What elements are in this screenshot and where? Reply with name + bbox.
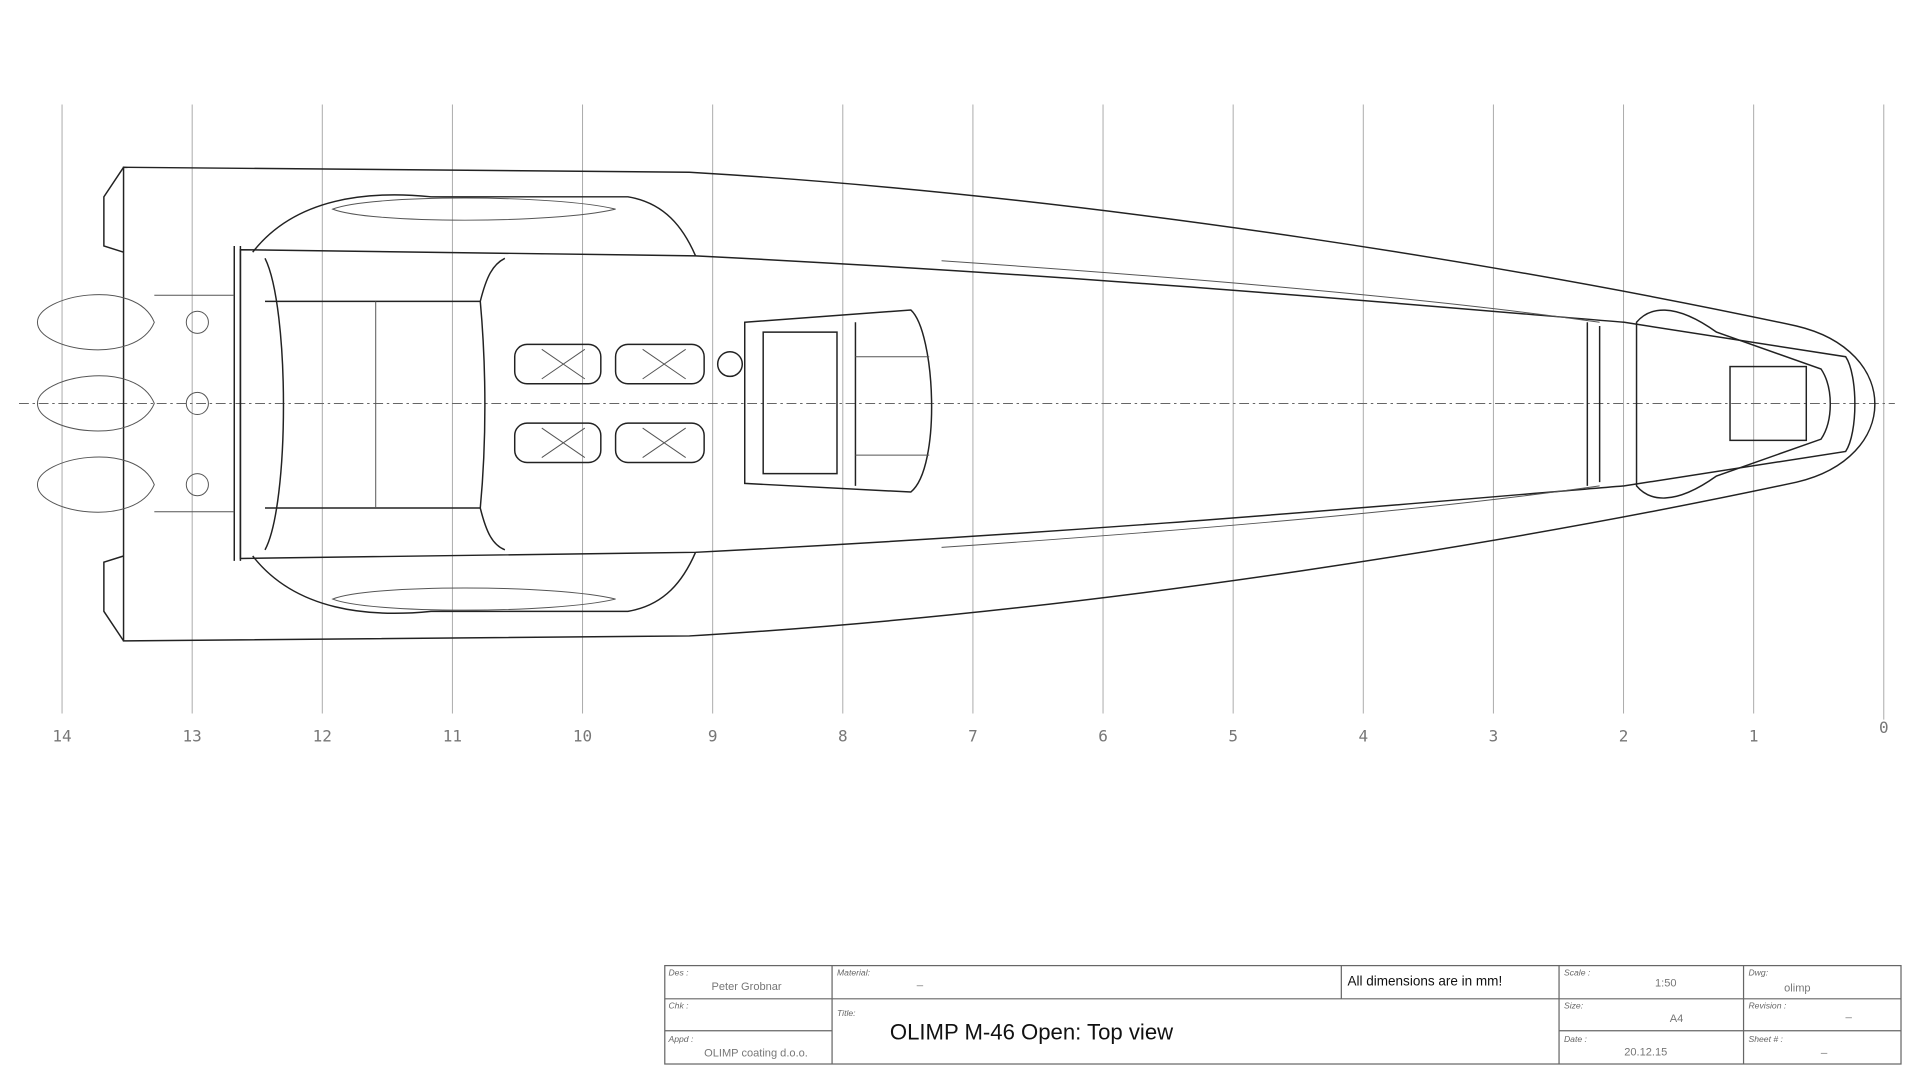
station-label: 0 xyxy=(1879,718,1889,737)
checked-label: Chk : xyxy=(668,1001,689,1011)
scale-value: 1:50 xyxy=(1655,978,1677,990)
sheet-value: _ xyxy=(1820,1043,1828,1055)
station-label: 1 xyxy=(1749,727,1759,746)
station-label: 7 xyxy=(968,727,978,746)
station-label: 12 xyxy=(313,727,332,746)
material-value: _ xyxy=(916,975,924,987)
revision-label: Revision : xyxy=(1748,1001,1786,1011)
revision-value: _ xyxy=(1845,1007,1853,1019)
station-label: 10 xyxy=(573,727,592,746)
boat-hull-top-view xyxy=(36,166,1876,642)
drawing-value: olimp xyxy=(1784,982,1810,994)
station-label: 14 xyxy=(52,727,71,746)
station-label: 8 xyxy=(838,727,848,746)
designer-label: Des : xyxy=(668,967,689,977)
station-label: 13 xyxy=(183,727,202,746)
station-label: 3 xyxy=(1489,727,1499,746)
seats xyxy=(513,343,705,464)
date-value: 20.12.15 xyxy=(1624,1046,1667,1058)
material-label: Material: xyxy=(837,967,871,977)
steering-wheel xyxy=(716,351,744,378)
size-value: A4 xyxy=(1670,1013,1684,1025)
station-label: 5 xyxy=(1228,727,1238,746)
scale-label: Scale : xyxy=(1564,967,1591,977)
approved-value: OLIMP coating d.o.o. xyxy=(704,1048,808,1060)
sheet-label: Sheet # : xyxy=(1748,1034,1783,1044)
outboard-engines xyxy=(36,294,235,513)
station-label: 9 xyxy=(708,727,718,746)
drawing-label: Dwg: xyxy=(1748,967,1768,977)
title-block: Des : Peter Grobnar Material: _ All dime… xyxy=(664,964,1902,1065)
title-label: Title: xyxy=(837,1008,856,1018)
bow-locker xyxy=(1729,365,1808,442)
approved-label: Appd : xyxy=(667,1034,693,1044)
date-label: Date : xyxy=(1564,1034,1588,1044)
designer-value: Peter Grobnar xyxy=(712,981,782,993)
console xyxy=(744,309,933,493)
station-label: 6 xyxy=(1098,727,1108,746)
size-label: Size: xyxy=(1564,1001,1584,1011)
station-label: 4 xyxy=(1358,727,1368,746)
dimensions-note: All dimensions are in mm! xyxy=(1347,973,1502,988)
drawing-title: OLIMP M-46 Open: Top view xyxy=(890,1019,1174,1044)
station-label: 11 xyxy=(443,727,462,746)
station-label: 2 xyxy=(1619,727,1629,746)
